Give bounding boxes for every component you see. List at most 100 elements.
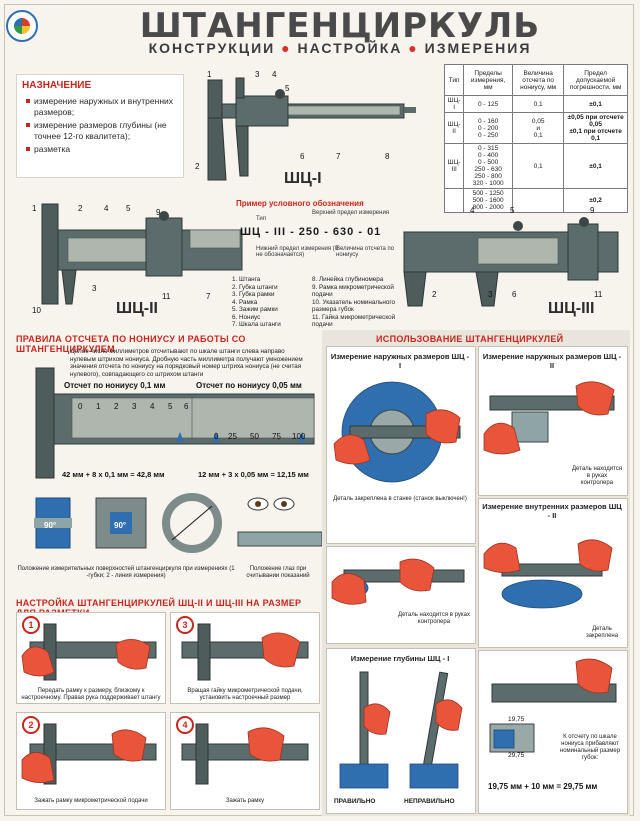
- purpose-box: [16, 74, 184, 178]
- surfaces-caption: Положение измерительных поверхностей шта…: [17, 566, 235, 579]
- table-cell: ±0,1: [563, 143, 628, 189]
- model-label-shc3: ШЦ-III: [548, 300, 595, 317]
- table-cell: 0,1: [512, 95, 565, 113]
- callout-number: 6: [512, 290, 517, 299]
- parts-list-left: 1. Штанга 2. Губка штанги 3. Губка рамки…: [232, 276, 312, 329]
- caliper-micro-frame: [567, 223, 599, 281]
- step-number-badge: 3: [176, 616, 194, 634]
- callout-number: 7: [206, 292, 211, 301]
- pupil-icon: [255, 501, 261, 507]
- scale-strip: [237, 531, 322, 547]
- clamp-screw-icon: [579, 217, 589, 227]
- caliper-moving-jaw-top: [235, 77, 245, 99]
- purpose-item: разметка: [26, 144, 180, 155]
- caliper-frame: [235, 95, 289, 127]
- reading-005-label: Отсчет по нониусу 0,05 мм: [196, 381, 302, 390]
- measurement-line: [171, 505, 213, 541]
- bore-hole: [493, 729, 515, 749]
- formula-01: 42 мм + 8 x 0,1 мм = 42,8 мм: [62, 470, 165, 479]
- table-cell: ШЦ-II: [443, 112, 465, 144]
- callout-number: 2: [432, 290, 437, 299]
- logo-icon: [6, 10, 38, 42]
- measuring-jaw: [34, 518, 72, 528]
- poster-frame: [4, 4, 634, 816]
- depth-workpiece: [409, 763, 459, 789]
- table-cell: ШЦ-III: [443, 143, 465, 189]
- callout-number: 5: [285, 84, 290, 93]
- purpose-item: измерение размеров глубины (не точнее 12…: [26, 120, 180, 141]
- table-cell: 0,1: [512, 143, 565, 189]
- table-header: Величина отсчета по нониусу, мм: [512, 64, 565, 96]
- subtitle-part: НАСТРОЙКА: [297, 40, 403, 56]
- caliper-shc1-drawing: [207, 77, 416, 181]
- scale-tick: 0: [214, 432, 219, 441]
- workpiece: [511, 411, 549, 443]
- list-item: 2. Губка штанги: [232, 283, 278, 291]
- scale-tick: 5: [168, 402, 173, 411]
- setup-step-panel: [16, 712, 166, 810]
- callout-number: 1: [32, 204, 37, 213]
- callout-number: 11: [594, 290, 603, 299]
- usage-panel-title: Измерение глубины ШЦ - I: [350, 654, 450, 663]
- hand-icon: [331, 573, 367, 605]
- depth-drawing: [339, 671, 463, 789]
- scale-tick: 3: [132, 402, 137, 411]
- step-caption: Зажать рамку микрометрической подачи: [34, 798, 148, 804]
- vernier-scale-01: [71, 397, 195, 439]
- hand-icon: [21, 752, 55, 783]
- step-number-badge: 4: [176, 716, 194, 734]
- caliper-beam-scale: [189, 229, 241, 249]
- hand-icon: [21, 646, 55, 677]
- caliper-shc3-drawing: [403, 217, 619, 307]
- correct-label: ПРАВИЛЬНО: [334, 798, 376, 805]
- setup-step-drawing: [21, 623, 157, 681]
- table-cell: 500 - 1250 500 - 1600 800 - 2000: [463, 188, 514, 213]
- table-cell: 0,05 и 0,1: [512, 112, 565, 144]
- inner-formula: 19,75 мм + 10 мм = 29,75 мм: [488, 782, 598, 791]
- ring-workpiece: [501, 579, 583, 609]
- hand-icon: [333, 434, 371, 465]
- callout-number: 2: [195, 162, 200, 171]
- hand-measure-drawing: [331, 558, 465, 605]
- usage-title: ИСПОЛЬЗОВАНИЕ ШТАНГЕНЦИРКУЛЕЙ: [376, 334, 564, 344]
- caliper-moving-jaw: [475, 271, 499, 307]
- depth-workpiece: [339, 763, 389, 789]
- hand-icon: [425, 409, 461, 444]
- scale-tick: 0: [78, 402, 83, 411]
- inner-value: 19,75: [508, 716, 525, 723]
- outer-shc2-drawing: [483, 381, 615, 455]
- hand-icon: [261, 632, 301, 668]
- arrow-up-icon: [212, 432, 220, 442]
- hand-icon: [435, 699, 463, 731]
- list-item: 1. Штанга: [232, 276, 261, 283]
- hand-icon: [115, 639, 151, 670]
- hand-icon: [399, 558, 435, 592]
- page-title: ШТАНГЕНЦИРКУЛЬ: [139, 6, 541, 46]
- incorrect-label: НЕПРАВИЛЬНО: [404, 798, 455, 805]
- caliper-fixed-jaw: [403, 271, 427, 307]
- caliper-fixed-jaw: [195, 723, 209, 785]
- table-cell: [512, 188, 565, 213]
- formula-005: 12 мм + 3 x 0,05 мм = 12,15 мм: [198, 470, 309, 479]
- table-cell: ±0,2: [563, 188, 628, 213]
- callout-number: 3: [255, 70, 260, 79]
- table-row: ШЦ-III 0 - 315 0 - 400 0 - 500 250 - 630…: [443, 143, 628, 189]
- scale-tick: 100: [292, 432, 306, 441]
- usage-panel-title: Измерение наружных размеров ШЦ - II: [482, 352, 622, 370]
- scale-tick: 2: [114, 402, 119, 411]
- model-label-shc1: ШЦ-I: [284, 170, 322, 187]
- callout-number: 7: [336, 152, 341, 161]
- angle-label: 90°: [114, 521, 127, 530]
- surfaces-diagram: [34, 493, 322, 553]
- inner-value: 29,75: [508, 752, 525, 759]
- step-number-badge: 1: [22, 616, 40, 634]
- depth-rod: [404, 107, 416, 113]
- table-row: ШЦ-I 0 - 125 0,1 ±0,1: [443, 95, 628, 113]
- model-label-shc2: ШЦ-II: [116, 300, 158, 317]
- callout-number: 8: [385, 152, 390, 161]
- table-row: 500 - 1250 500 - 1600 800 - 2000 ±0,2: [443, 188, 628, 213]
- caliper-fixed-jaw: [35, 367, 55, 479]
- hand-icon: [483, 542, 521, 573]
- table-header: Тип: [443, 64, 465, 96]
- purpose-title: НАЗНАЧЕНИЕ: [22, 80, 92, 91]
